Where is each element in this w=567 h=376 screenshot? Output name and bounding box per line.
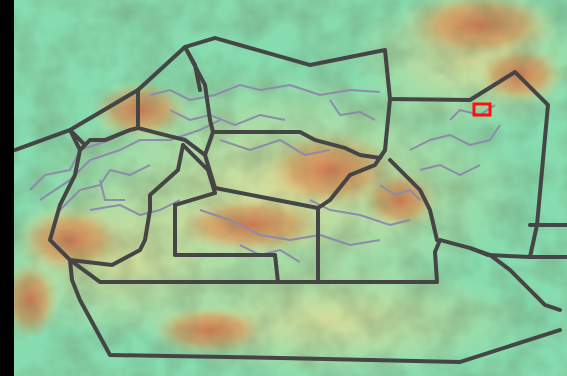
area-boundaries xyxy=(13,36,567,364)
red-square-marker-icon[interactable] xyxy=(472,102,492,117)
map-frame-left xyxy=(0,0,14,376)
